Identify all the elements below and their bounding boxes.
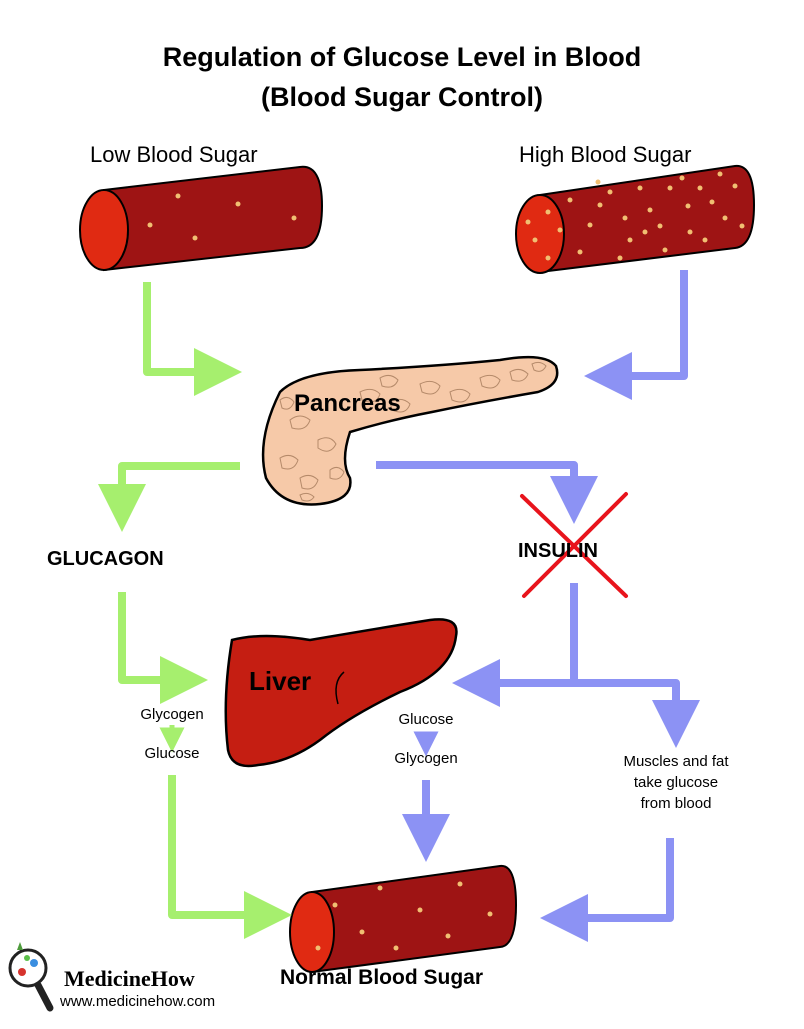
glucose-dot — [567, 197, 573, 203]
low-blood-vessel — [79, 165, 324, 272]
low-blood-sugar-label: Low Blood Sugar — [90, 142, 258, 167]
arrow-pancreas-to-glucagon — [98, 462, 240, 532]
glucose-dot — [597, 202, 603, 208]
logo-magnifier-icon — [8, 942, 54, 1012]
arrow-to-muscles — [574, 679, 700, 748]
arrow-glucagon-to-liver — [118, 592, 208, 704]
glucose-dot — [679, 175, 685, 181]
glucagon-label: GLUCAGON — [47, 548, 164, 570]
logo-name: MedicineHow — [64, 966, 195, 991]
blue-arrows — [376, 270, 700, 942]
glucose-dot — [685, 203, 691, 209]
glucose-dot — [545, 255, 551, 261]
arrow-muscles-to-normal — [540, 838, 674, 942]
pancreas-label: Pancreas — [294, 390, 401, 417]
glucose-dot — [525, 219, 531, 225]
muscles-fat-line2: take glucose — [633, 774, 719, 791]
arrow-pancreas-to-insulin — [376, 461, 598, 524]
green-arrows — [98, 282, 292, 939]
high-blood-sugar-label: High Blood Sugar — [519, 142, 692, 167]
high-blood-vessel — [515, 164, 756, 274]
glucose-dot — [557, 227, 563, 233]
glucose-dot — [722, 215, 728, 221]
arrow-liver-to-normal — [168, 775, 292, 939]
logo-url[interactable]: www.medicinehow.com — [60, 993, 216, 1010]
glucose-dot — [709, 199, 715, 205]
glucose-dot — [627, 237, 633, 243]
insulin-cross — [520, 492, 628, 598]
muscles-fat-line1: Muscles and fat — [623, 753, 729, 770]
liver-right-glycogen: Glycogen — [394, 750, 458, 767]
glucose-dot — [657, 223, 663, 229]
diagram-title-line2: (Blood Sugar Control) — [261, 82, 543, 112]
glucose-dot — [667, 185, 673, 191]
liver-left-glucose: Glucose — [144, 745, 200, 762]
glucose-dot — [717, 171, 723, 177]
liver-organ — [224, 618, 458, 768]
glucose-dot — [617, 255, 623, 261]
liver-right-glucose: Glucose — [398, 711, 454, 728]
normal-blood-vessel — [289, 864, 518, 974]
glucose-dot — [622, 215, 628, 221]
glucose-dot — [702, 237, 708, 243]
arrow-low-to-pancreas — [143, 282, 242, 396]
diagram-title-line1: Regulation of Glucose Level in Blood — [162, 42, 642, 72]
glucose-dot — [662, 247, 668, 253]
glucose-dot — [587, 222, 593, 228]
glucose-dot — [532, 237, 538, 243]
insulin-label: INSULIN — [518, 540, 598, 562]
muscles-fat-line3: from blood — [640, 795, 712, 812]
glucose-dot — [637, 185, 643, 191]
glucose-dot — [732, 183, 738, 189]
glucose-dot — [607, 189, 613, 195]
glucose-dot — [647, 207, 653, 213]
glucose-dot — [577, 249, 583, 255]
pancreas-organ — [261, 355, 559, 506]
glucose-dot — [642, 229, 648, 235]
glucose-dot — [697, 185, 703, 191]
glucose-dot — [739, 223, 745, 229]
glucose-dot — [545, 209, 551, 215]
arrow-high-to-pancreas — [584, 270, 688, 400]
glucose-dot — [687, 229, 693, 235]
liver-label: Liver — [249, 666, 312, 696]
glucose-dot — [595, 179, 601, 185]
normal-blood-sugar-label: Normal Blood Sugar — [280, 966, 484, 989]
liver-left-glycogen: Glycogen — [140, 706, 204, 723]
